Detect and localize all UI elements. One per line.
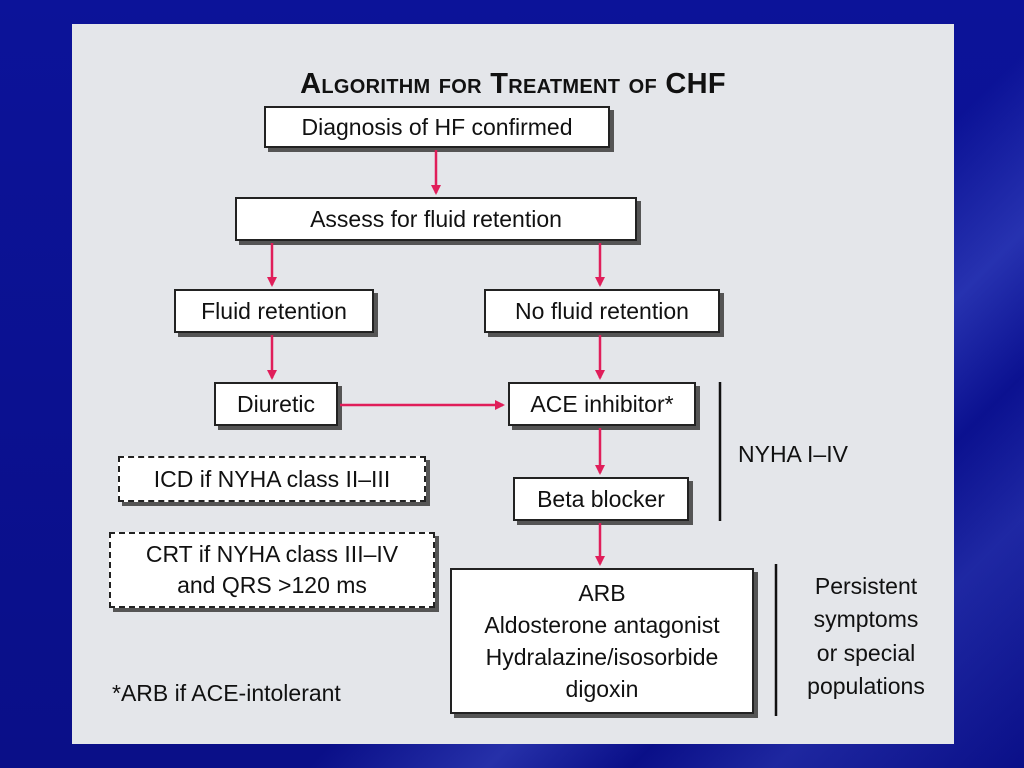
node-diuretic: Diuretic [214, 382, 338, 426]
node-crt: CRT if NYHA class III–IV and QRS >120 ms [109, 532, 435, 608]
label-nyha: NYHA I–IV [738, 441, 848, 467]
page-title: Algorithm for Treatment of CHF [300, 68, 726, 100]
node-beta-blocker: Beta blocker [513, 477, 689, 521]
node-fluid-retention: Fluid retention [174, 289, 374, 333]
node-diagnosis: Diagnosis of HF confirmed [264, 106, 610, 148]
node-assess-fluid: Assess for fluid retention [235, 197, 637, 241]
label-persistent-symptoms: Persistent symptoms or special populatio… [807, 573, 925, 700]
node-advanced-therapy: ARB Aldosterone antagonist Hydralazine/i… [450, 568, 754, 714]
node-icd: ICD if NYHA class II–III [118, 456, 426, 502]
node-ace-inhibitor: ACE inhibitor* [508, 382, 696, 426]
footnote: *ARB if ACE-intolerant [112, 680, 341, 706]
node-no-fluid-retention: No fluid retention [484, 289, 720, 333]
